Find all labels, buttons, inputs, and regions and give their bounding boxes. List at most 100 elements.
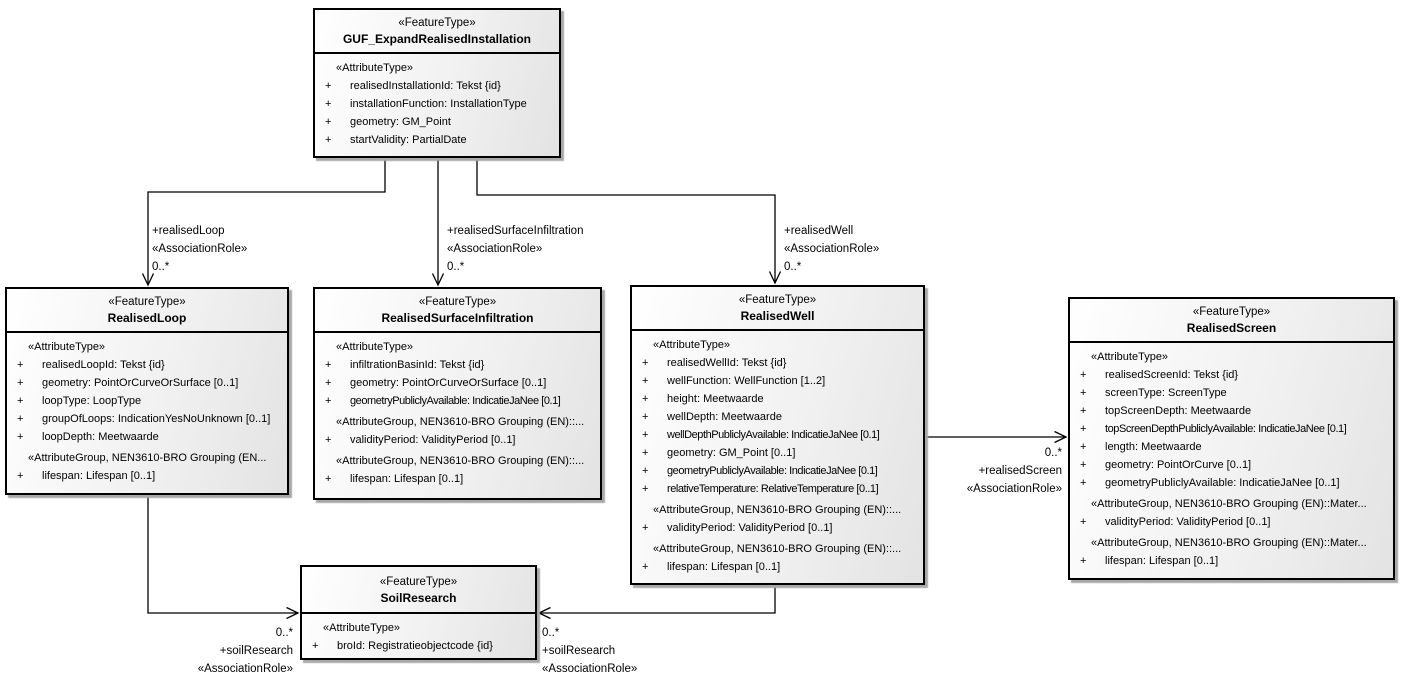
class-stereotype: «FeatureType» bbox=[398, 17, 476, 29]
attribute-text: wellDepth: Meetwaarde bbox=[667, 411, 782, 423]
association-role: +realisedWell bbox=[784, 225, 854, 237]
association-role: +realisedSurfaceInfiltration bbox=[447, 225, 584, 237]
attribute-row: + lifespan: Lifespan [0..1] bbox=[316, 470, 599, 488]
attribute-row: +topScreenDepthPubliclyAvailable: Indica… bbox=[1071, 420, 1392, 438]
visibility: + bbox=[312, 640, 319, 652]
association-stereotype: «AssociationRole» bbox=[542, 663, 638, 675]
attribute-text: lifespan: Lifespan [0..1] bbox=[1105, 555, 1219, 567]
attribute-text: lifespan: Lifespan [0..1] bbox=[42, 470, 156, 482]
attribute-row: +relativeTemperature: RelativeTemperatur… bbox=[633, 480, 922, 498]
attribute-text: geometryPubliclyAvailable: IndicatieJaNe… bbox=[667, 465, 878, 477]
attribute-row: +geometry: PointOrCurveOrSurface [0..1] bbox=[8, 374, 286, 392]
visibility: + bbox=[325, 395, 332, 407]
attribute-text: wellFunction: WellFunction [1..2] bbox=[667, 375, 826, 387]
attribute-row: +geometry: GM_Point bbox=[316, 113, 558, 131]
class-attribute-compartment: «AttributeType» +realisedScreenId: Tekst… bbox=[1070, 343, 1393, 572]
association-role: +soilResearch bbox=[219, 645, 293, 657]
attribute-text: geometry: GM_Point [0..1] bbox=[667, 447, 796, 459]
visibility: + bbox=[325, 98, 332, 110]
attribute-row: +wellDepthPubliclyAvailable: IndicatieJa… bbox=[633, 426, 922, 444]
attribute-text: lifespan: Lifespan [0..1] bbox=[667, 561, 781, 573]
section-header: «AttributeType» bbox=[323, 622, 401, 634]
connector-guf-to-realisedwell bbox=[476, 158, 782, 285]
association-label-soilresearch-right: 0..* +soilResearch «AssociationRole» bbox=[542, 624, 637, 678]
visibility: + bbox=[1080, 459, 1087, 471]
class-name: RealisedScreen bbox=[1186, 321, 1277, 335]
class-stereotype: «FeatureType» bbox=[418, 296, 497, 308]
attribute-text: realisedInstallationId: Tekst {id} bbox=[350, 80, 501, 92]
class-box-realisedsurfaceinfiltration: «FeatureType» RealisedSurfaceInfiltratio… bbox=[313, 287, 602, 500]
association-multiplicity: 0..* bbox=[152, 261, 170, 273]
section-header: «AttributeGroup, NEN3610-BRO Grouping (E… bbox=[1091, 537, 1367, 549]
attribute-text: length: Meetwaarde bbox=[1105, 441, 1202, 453]
association-multiplicity: 0..* bbox=[1044, 447, 1062, 459]
attribute-row: +geometry: PointOrCurve [0..1] bbox=[1071, 456, 1392, 474]
class-name: GUF_ExpandRealisedInstallation bbox=[342, 32, 532, 46]
section-header: «AttributeType» bbox=[653, 339, 731, 351]
attribute-text: geometryPubliclyAvailable: IndicatieJaNe… bbox=[350, 395, 561, 407]
visibility: + bbox=[1080, 477, 1087, 489]
visibility: + bbox=[642, 561, 649, 573]
class-name: RealisedWell bbox=[740, 309, 815, 323]
attribute-row: +validityPeriod: ValidityPeriod [0..1] bbox=[1071, 513, 1392, 531]
attribute-row: + geometryPubliclyAvailable: IndicatieJaN… bbox=[633, 462, 922, 480]
attribute-text: geometry: PointOrCurveOrSurface [0..1] bbox=[42, 377, 239, 389]
section-header: «AttributeGroup, NEN3610-BRO Grouping (E… bbox=[1091, 498, 1367, 510]
association-label-soilresearch-left: 0..* +soilResearch «AssociationRole» bbox=[198, 624, 293, 678]
association-role: +soilResearch bbox=[542, 645, 616, 657]
visibility: + bbox=[325, 473, 332, 485]
connector-realisedloop-to-soilresearch bbox=[147, 494, 300, 620]
class-box-realisedwell: «FeatureType» RealisedWell «AttributeTyp… bbox=[630, 285, 925, 585]
class-header: «FeatureType» RealisedLoop bbox=[7, 289, 287, 333]
attribute-row: +lifespan: Lifespan [0..1] bbox=[8, 467, 286, 485]
visibility: + bbox=[1080, 516, 1087, 528]
attribute-text: lifespan: Lifespan [0..1] bbox=[350, 473, 464, 485]
class-header: «FeatureType» RealisedSurfaceInfiltratio… bbox=[315, 289, 600, 333]
association-label-realisedsurfaceinfiltration: +realisedSurfaceInfiltration «Associatio… bbox=[447, 222, 583, 276]
attribute-text: geometry: PointOrCurveOrSurface [0..1] bbox=[350, 377, 547, 389]
class-name: RealisedSurfaceInfiltration bbox=[381, 311, 534, 325]
visibility: + bbox=[642, 393, 649, 405]
visibility: + bbox=[642, 447, 649, 459]
section-header: «AttributeGroup, NEN3610-BRO Grouping (E… bbox=[336, 416, 585, 428]
visibility: + bbox=[1080, 405, 1087, 417]
section-header: «AttributeGroup, NEN3610-BRO Grouping (E… bbox=[653, 543, 902, 555]
section-header: «AttributeGroup, NEN3610-BRO Grouping (E… bbox=[336, 455, 585, 467]
attribute-row: +loopDepth: Meetwaarde bbox=[8, 428, 286, 446]
class-attribute-compartment: «AttributeType» +infiltrationBasinId: Te… bbox=[315, 333, 600, 490]
attribute-row: +wellFunction: WellFunction [1..2] bbox=[633, 372, 922, 390]
visibility: + bbox=[17, 359, 24, 371]
visibility: + bbox=[325, 359, 332, 371]
attribute-text: topScreenDepthPubliclyAvailable: Indicat… bbox=[1105, 423, 1347, 435]
attribute-row: +realisedWellId: Tekst {id} bbox=[633, 354, 922, 372]
attribute-row: +realisedScreenId: Tekst {id} bbox=[1071, 366, 1392, 384]
class-stereotype: «FeatureType» bbox=[108, 296, 186, 308]
section-header: «AttributeGroup, NEN3610-BRO Grouping (E… bbox=[653, 504, 902, 516]
class-box-realisedscreen: «FeatureType» RealisedScreen «AttributeT… bbox=[1068, 297, 1395, 580]
attribute-text: screenType: ScreenType bbox=[1105, 387, 1227, 399]
visibility: + bbox=[642, 429, 649, 441]
attribute-row: +broId: Registratieobjectcode {id} bbox=[303, 637, 534, 655]
attribute-text: infiltrationBasinId: Tekst {id} bbox=[350, 359, 485, 371]
attribute-text: loopType: LoopType bbox=[42, 395, 142, 407]
attribute-row: +length: Meetwaarde bbox=[1071, 438, 1392, 456]
visibility: + bbox=[17, 395, 24, 407]
section-header: «AttributeType» bbox=[28, 341, 106, 353]
association-stereotype: «AssociationRole» bbox=[784, 243, 880, 255]
class-header: «FeatureType» GUF_ExpandRealisedInstalla… bbox=[315, 10, 559, 54]
association-stereotype: «AssociationRole» bbox=[447, 243, 543, 255]
class-header: «FeatureType» RealisedScreen bbox=[1070, 299, 1393, 343]
attribute-row: +groupOfLoops: IndicationYesNoUnknown [0… bbox=[8, 410, 286, 428]
visibility: + bbox=[642, 522, 649, 534]
attribute-row: + lifespan: Lifespan [0..1] bbox=[633, 558, 922, 576]
visibility: + bbox=[642, 465, 649, 477]
visibility: + bbox=[17, 431, 24, 443]
attribute-row: +startValidity: PartialDate bbox=[316, 131, 558, 149]
visibility: + bbox=[1080, 369, 1087, 381]
attribute-row: +geometryPubliclyAvailable: IndicatieJaN… bbox=[1071, 474, 1392, 492]
association-multiplicity: 0..* bbox=[447, 261, 465, 273]
visibility: + bbox=[642, 483, 649, 495]
attribute-text: realisedWellId: Tekst {id} bbox=[667, 357, 787, 369]
